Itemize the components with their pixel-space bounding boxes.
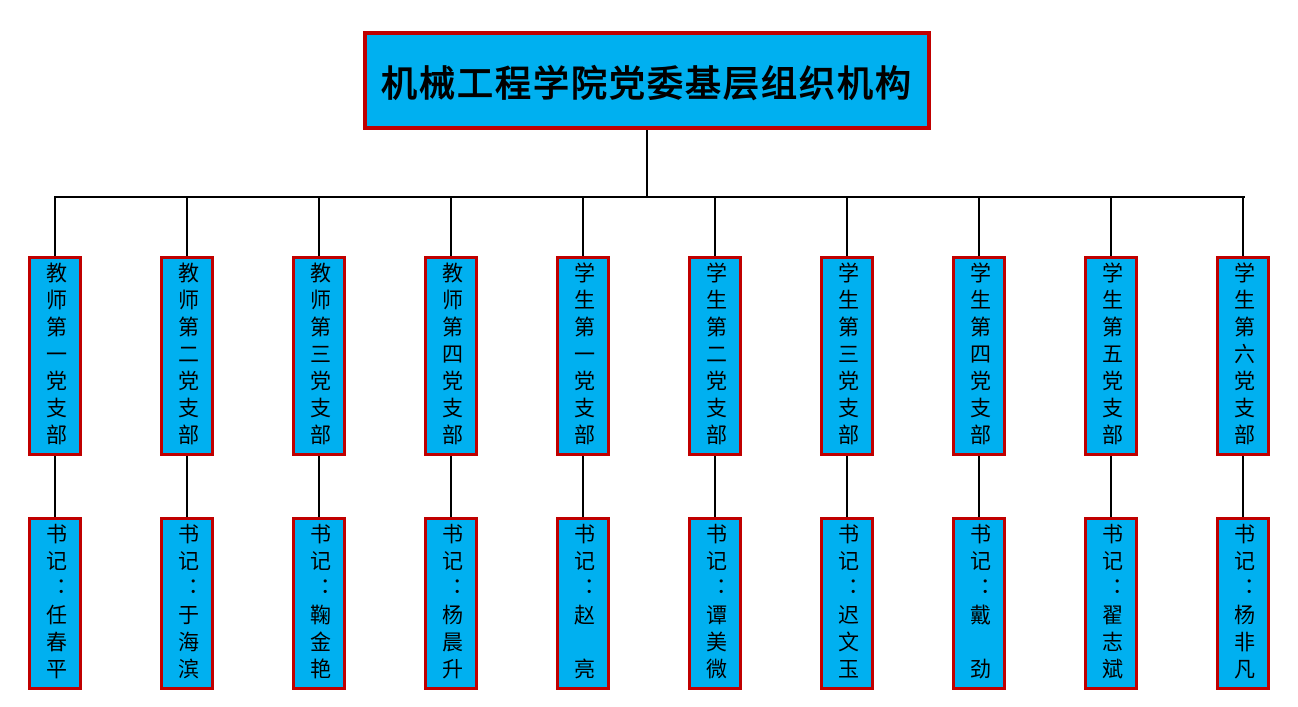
- secretary-box: 书记：于海滨: [160, 517, 214, 690]
- secretary-box: 书记：杨晨升: [424, 517, 478, 690]
- branch-drop-line: [186, 196, 188, 256]
- branch-mid-line: [450, 456, 452, 517]
- secretary-label: 书记：鞠金艳: [307, 522, 332, 685]
- dept-box: 教师第二党支部: [160, 256, 214, 456]
- branch-drop-line: [978, 196, 980, 256]
- dept-label: 教师第二党支部: [175, 261, 200, 451]
- branch-column: 教师第三党支部 书记：鞠金艳: [292, 196, 346, 690]
- secretary-box: 书记：谭美微: [688, 517, 742, 690]
- branch-column: 学生第一党支部 书记：赵 亮: [556, 196, 610, 690]
- branch-drop-line: [714, 196, 716, 256]
- dept-label: 教师第三党支部: [307, 261, 332, 451]
- dept-label: 学生第一党支部: [571, 261, 596, 451]
- branch-drop-line: [1242, 196, 1244, 256]
- secretary-label: 书记：迟文玉: [835, 522, 860, 685]
- branch-column: 教师第四党支部 书记：杨晨升: [424, 196, 478, 690]
- secretary-box: 书记：杨非凡: [1216, 517, 1270, 690]
- branch-mid-line: [1242, 456, 1244, 517]
- branch-drop-line: [1110, 196, 1112, 256]
- secretary-label: 书记：任春平: [43, 522, 68, 685]
- secretary-box: 书记：任春平: [28, 517, 82, 690]
- secretary-label: 书记：于海滨: [175, 522, 200, 685]
- branch-mid-line: [714, 456, 716, 517]
- branch-mid-line: [978, 456, 980, 517]
- secretary-label: 书记：杨非凡: [1231, 522, 1256, 685]
- dept-label: 学生第三党支部: [835, 261, 860, 451]
- branch-column: 学生第四党支部 书记：戴 劲: [952, 196, 1006, 690]
- secretary-box: 书记：翟志斌: [1084, 517, 1138, 690]
- dept-box: 学生第三党支部: [820, 256, 874, 456]
- chart-title: 机械工程学院党委基层组织机构: [380, 62, 913, 105]
- title-box: 机械工程学院党委基层组织机构: [363, 31, 931, 130]
- branch-column: 教师第一党支部 书记：任春平: [28, 196, 82, 690]
- dept-label: 学生第四党支部: [967, 261, 992, 451]
- branch-drop-line: [54, 196, 56, 256]
- branch-drop-line: [450, 196, 452, 256]
- secretary-box: 书记：戴 劲: [952, 517, 1006, 690]
- dept-box: 学生第四党支部: [952, 256, 1006, 456]
- branch-mid-line: [318, 456, 320, 517]
- secretary-box: 书记：赵 亮: [556, 517, 610, 690]
- dept-label: 教师第一党支部: [43, 261, 68, 451]
- branch-column: 学生第五党支部 书记：翟志斌: [1084, 196, 1138, 690]
- branch-column: 学生第六党支部 书记：杨非凡: [1216, 196, 1270, 690]
- branch-drop-line: [582, 196, 584, 256]
- branch-column: 学生第三党支部 书记：迟文玉: [820, 196, 874, 690]
- secretary-label: 书记：翟志斌: [1099, 522, 1124, 685]
- secretary-label: 书记：谭美微: [703, 522, 728, 685]
- dept-label: 学生第二党支部: [703, 261, 728, 451]
- horizontal-rail-line: [55, 196, 1245, 198]
- branch-column: 教师第二党支部 书记：于海滨: [160, 196, 214, 690]
- dept-label: 学生第五党支部: [1099, 261, 1124, 451]
- branch-mid-line: [186, 456, 188, 517]
- dept-label: 教师第四党支部: [439, 261, 464, 451]
- dept-box: 学生第五党支部: [1084, 256, 1138, 456]
- dept-box: 教师第一党支部: [28, 256, 82, 456]
- title-stem-line: [646, 130, 648, 196]
- secretary-label: 书记：杨晨升: [439, 522, 464, 685]
- dept-box: 教师第三党支部: [292, 256, 346, 456]
- secretary-box: 书记：迟文玉: [820, 517, 874, 690]
- branch-mid-line: [54, 456, 56, 517]
- branch-drop-line: [318, 196, 320, 256]
- secretary-box: 书记：鞠金艳: [292, 517, 346, 690]
- branch-mid-line: [582, 456, 584, 517]
- secretary-label: 书记：戴 劲: [967, 522, 992, 685]
- dept-label: 学生第六党支部: [1231, 261, 1256, 451]
- branch-drop-line: [846, 196, 848, 256]
- dept-box: 学生第二党支部: [688, 256, 742, 456]
- branch-mid-line: [846, 456, 848, 517]
- secretary-label: 书记：赵 亮: [571, 522, 596, 685]
- dept-box: 教师第四党支部: [424, 256, 478, 456]
- branch-mid-line: [1110, 456, 1112, 517]
- dept-box: 学生第六党支部: [1216, 256, 1270, 456]
- branch-column: 学生第二党支部 书记：谭美微: [688, 196, 742, 690]
- dept-box: 学生第一党支部: [556, 256, 610, 456]
